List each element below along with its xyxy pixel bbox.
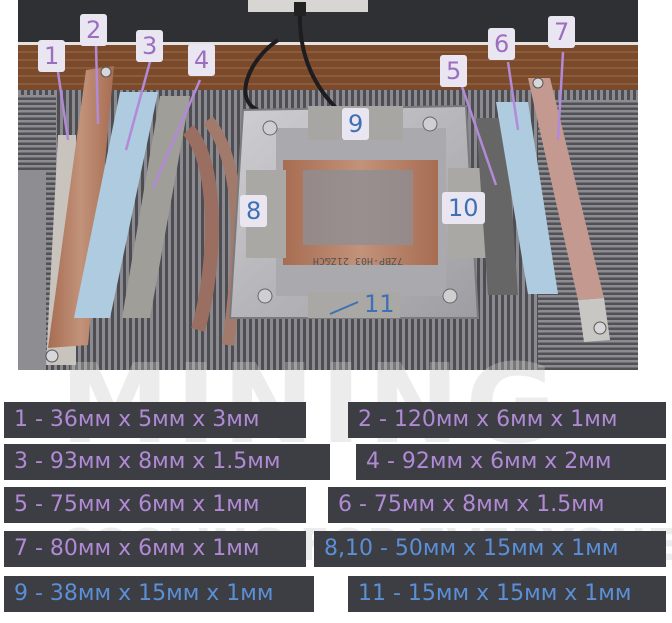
callout-3: 3 <box>136 30 164 62</box>
callout-9: 9 <box>342 108 370 140</box>
arrow-1 <box>56 71 70 141</box>
monitor-stand <box>248 0 368 12</box>
arrow-2 <box>94 44 100 125</box>
connector <box>294 2 306 16</box>
arrow-7 <box>556 51 565 141</box>
callout-7: 7 <box>548 16 576 48</box>
callout-11: 11 <box>364 290 395 318</box>
spec-11: 11 - 15мм х 15мм х 1мм <box>348 576 666 612</box>
arrow-4 <box>151 79 202 189</box>
arrow-5 <box>456 74 498 186</box>
callout-6: 6 <box>488 28 516 60</box>
heatsink-illustration: 7ZBP-H03 21Z&CH <box>18 0 638 370</box>
screw <box>593 321 607 335</box>
spec-1: 1 - 36мм х 5мм х 3мм <box>4 402 306 438</box>
screw <box>100 66 112 78</box>
wire <box>243 38 280 112</box>
thermal-paste <box>303 170 413 245</box>
pad-11 <box>308 292 400 318</box>
heatsink-photo: 7ZBP-H03 21Z&CH 1 2 3 4 5 6 7 <box>18 0 638 370</box>
callout-5: 5 <box>440 55 468 87</box>
pad-6-blue <box>496 102 558 294</box>
arrow-6 <box>506 61 520 131</box>
arrow-3 <box>124 57 153 151</box>
pad-7-pink <box>528 78 604 300</box>
callout-4: 4 <box>188 44 216 76</box>
pad-4-gray <box>122 96 190 318</box>
wire <box>297 9 340 112</box>
spec-3: 3 - 93мм х 8мм х 1.5мм <box>4 444 330 480</box>
arrow-11 <box>329 301 359 315</box>
callout-8: 8 <box>240 195 268 227</box>
callout-10: 10 <box>442 192 485 224</box>
callout-arrows <box>56 44 565 189</box>
screw <box>422 116 438 132</box>
screw <box>532 77 544 89</box>
spec-5: 5 - 75мм х 6мм х 1мм <box>4 487 306 523</box>
pad-2-pink <box>48 66 114 348</box>
left-bracket <box>18 170 46 370</box>
spec-4: 4 - 92мм х 6мм х 2мм <box>356 444 666 480</box>
screw <box>45 349 59 363</box>
callout-1: 1 <box>38 40 66 72</box>
screw <box>257 288 273 304</box>
die-marking: 7ZBP-H03 21Z&CH <box>313 255 403 266</box>
screw <box>262 120 278 136</box>
callout-2: 2 <box>80 14 108 46</box>
spec-2: 2 - 120мм х 6мм х 1мм <box>348 402 666 438</box>
pad-3-blue <box>74 92 158 318</box>
screw <box>442 288 458 304</box>
heat-pipe <box>182 125 219 332</box>
spec-6: 6 - 75мм х 8мм х 1.5мм <box>328 487 666 523</box>
spec-9: 9 - 38мм х 15мм х 1мм <box>4 576 314 612</box>
spec-8-10: 8,10 - 50мм х 15мм х 1мм <box>314 531 666 567</box>
spec-7: 7 - 80мм х 6мм х 1мм <box>4 531 306 567</box>
